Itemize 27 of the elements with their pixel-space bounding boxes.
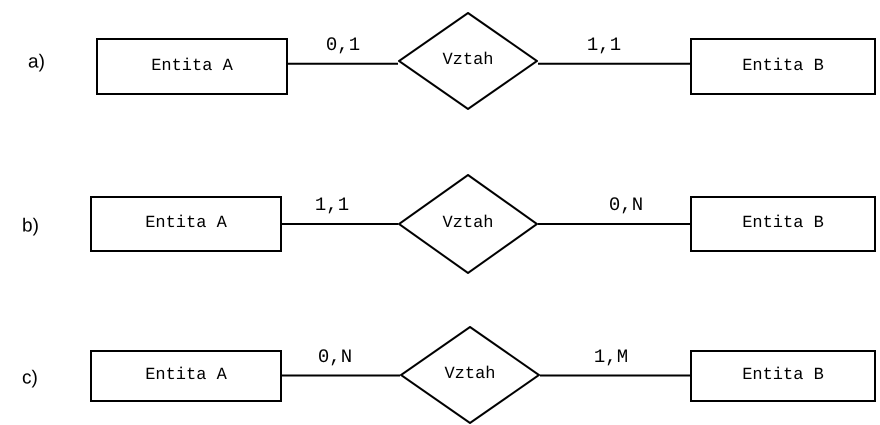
node-text: Entita B bbox=[742, 56, 824, 78]
row-label: b) bbox=[22, 216, 39, 236]
connector-line bbox=[282, 374, 400, 376]
connector-line bbox=[538, 62, 690, 65]
connector-line bbox=[282, 223, 398, 225]
relationship-diamond bbox=[398, 12, 538, 110]
node-text: Entita A bbox=[145, 213, 227, 236]
entity-box bbox=[96, 38, 288, 95]
row-label: c) bbox=[22, 368, 38, 388]
entity-box bbox=[690, 196, 876, 252]
connector-line bbox=[288, 62, 398, 65]
entity-box bbox=[690, 38, 876, 95]
connector-line bbox=[538, 223, 690, 225]
node-text: Vztah bbox=[442, 213, 494, 236]
node-text: Entita A bbox=[151, 56, 233, 78]
node-text: Entita A bbox=[145, 365, 227, 388]
entity-box bbox=[90, 196, 282, 252]
node-text: Vztah bbox=[444, 364, 496, 386]
relationship-diamond bbox=[400, 326, 540, 424]
row-label: a) bbox=[28, 52, 45, 72]
relationship-diamond bbox=[398, 174, 538, 274]
node-text: Entita B bbox=[742, 213, 824, 236]
node-text: Vztah bbox=[442, 50, 494, 72]
node-text: Entita B bbox=[742, 365, 824, 388]
entity-box bbox=[690, 350, 876, 402]
entity-box bbox=[90, 350, 282, 402]
connector-line bbox=[540, 374, 690, 376]
